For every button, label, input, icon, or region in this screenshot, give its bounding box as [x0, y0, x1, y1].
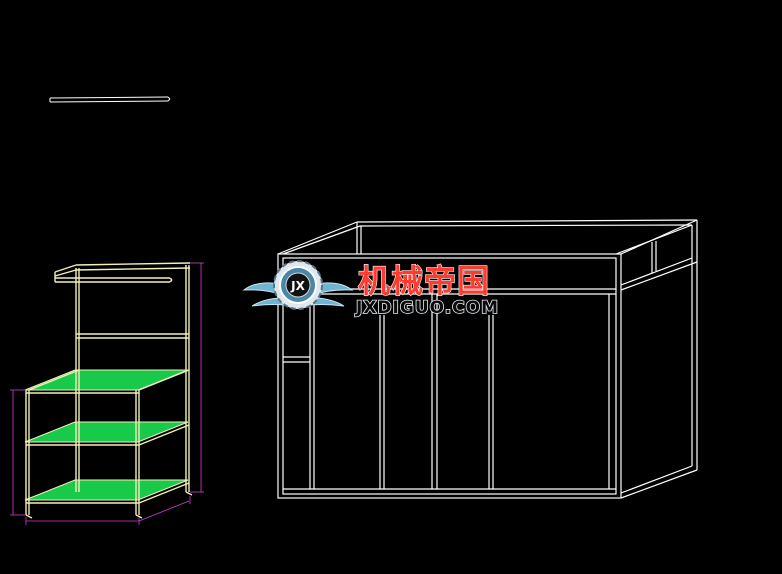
dimension-lines	[10, 262, 204, 525]
shelf-middle	[24, 421, 189, 443]
box-frame	[277, 219, 698, 499]
watermark: JX 机械帝国 JXDIGUO.COM	[242, 260, 499, 319]
shelving-rack	[10, 262, 204, 525]
shelf-bottom	[24, 479, 189, 501]
emblem-letters: JX	[290, 279, 305, 293]
brand-name-en: JXDIGUO.COM	[355, 298, 499, 318]
gear-icon	[273, 260, 323, 310]
short-bar	[49, 96, 171, 103]
brand-name-cn: 机械帝国	[358, 262, 490, 300]
